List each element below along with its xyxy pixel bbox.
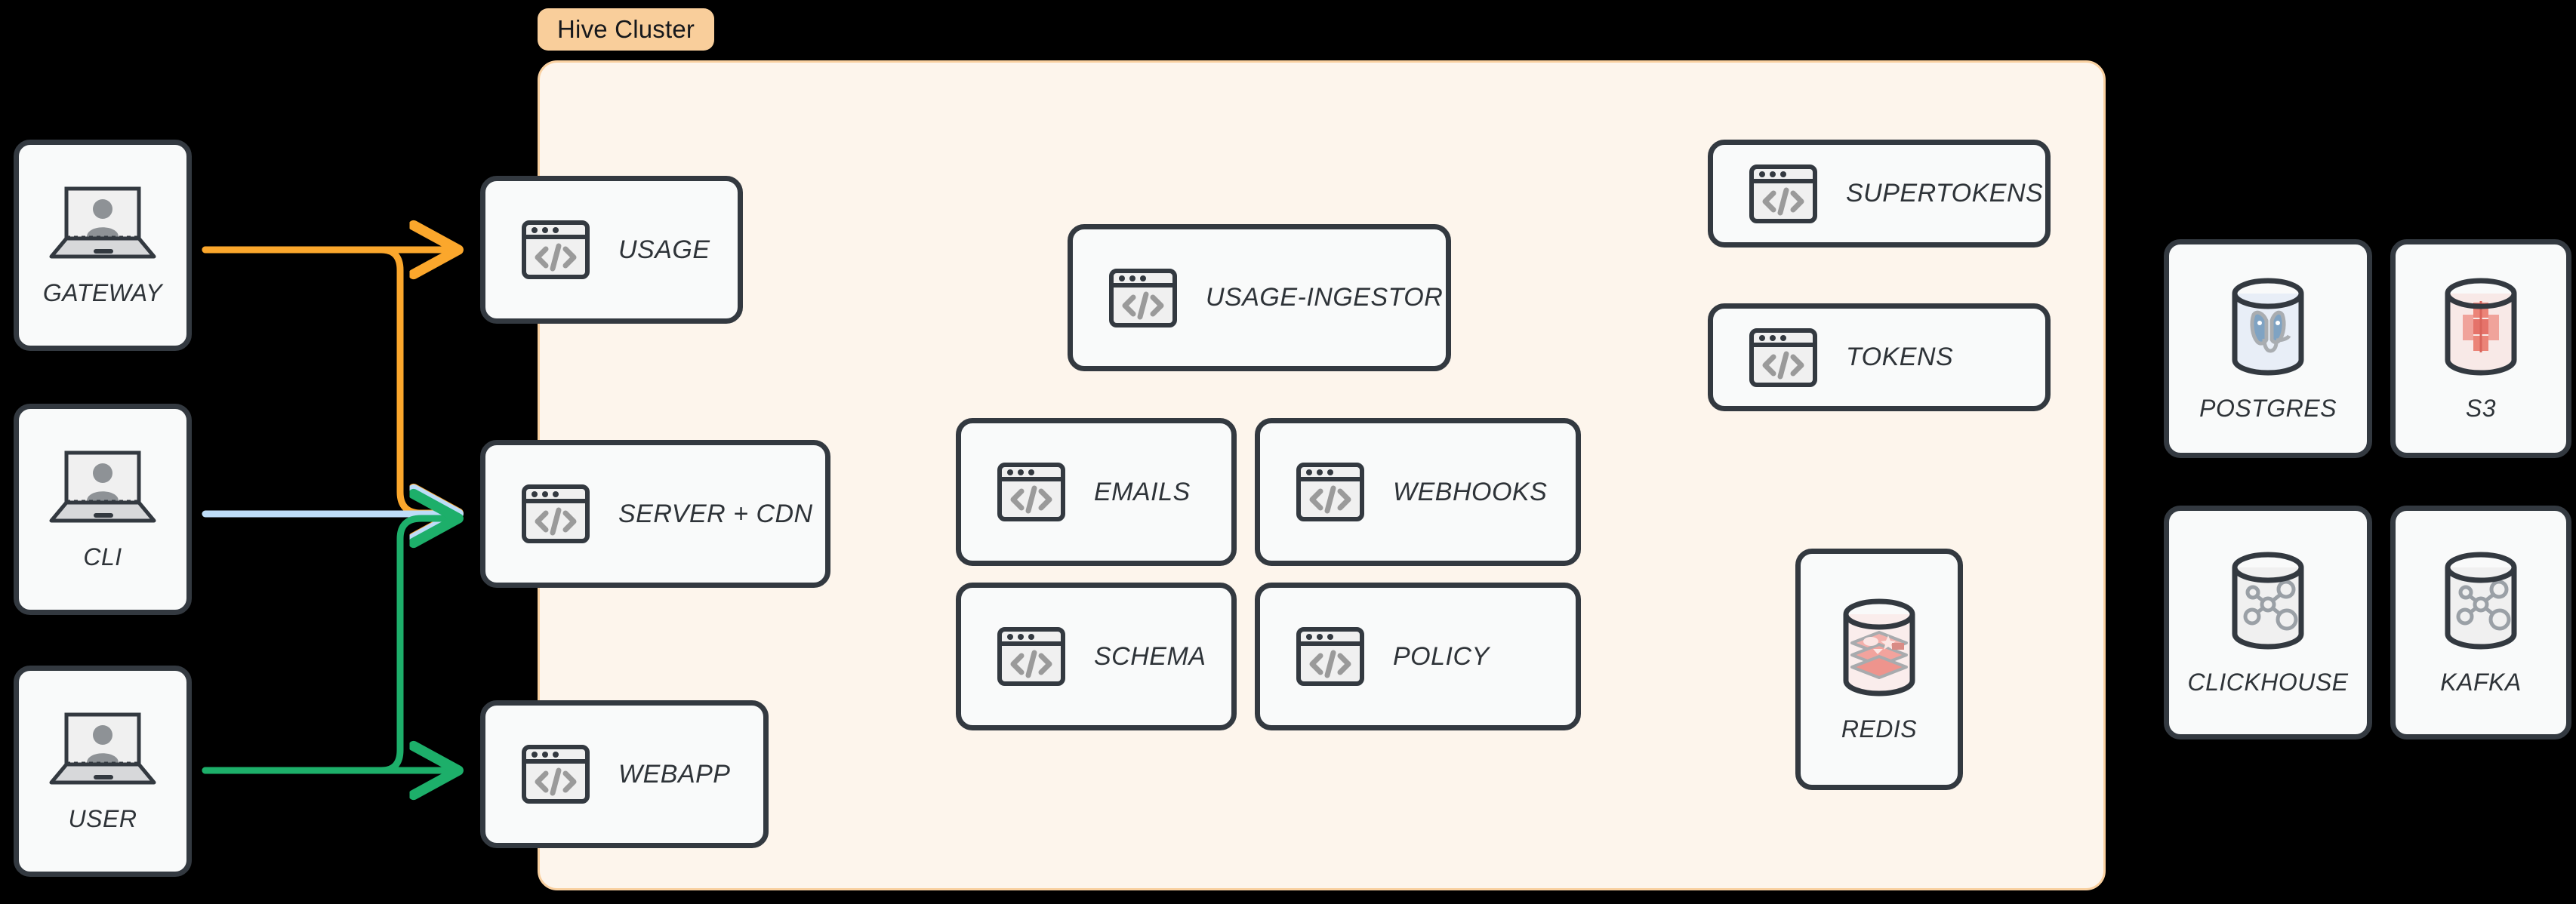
node-webapp[interactable]: WEBAPP (480, 700, 769, 848)
hive-cluster-badge-label: Hive Cluster (538, 8, 715, 51)
node-label: KAFKA (2440, 668, 2522, 696)
node-usage-ingestor[interactable]: USAGE-INGESTOR (1068, 224, 1451, 371)
node-label: S3 (2465, 394, 2497, 422)
wire-gateway-server-cdn (202, 246, 453, 513)
node-label: POLICY (1393, 641, 1490, 671)
node-s3[interactable]: S3 (2390, 239, 2571, 458)
node-label: WEBAPP (618, 759, 731, 789)
node-clickhouse[interactable]: CLICKHOUSE (2164, 506, 2372, 739)
node-label: POSTGRES (2199, 394, 2337, 422)
node-schema[interactable]: SCHEMA (956, 583, 1237, 730)
node-webhooks[interactable]: WEBHOOKS (1255, 418, 1581, 566)
code-window-icon (996, 457, 1067, 527)
node-server-cdn[interactable]: SERVER + CDN (480, 440, 830, 588)
node-label: CLI (83, 543, 122, 570)
code-window-icon (1748, 158, 1819, 229)
node-cli[interactable]: CLI (14, 404, 192, 615)
code-window-icon (1108, 263, 1179, 334)
node-kafka[interactable]: KAFKA (2390, 506, 2571, 739)
node-redis[interactable]: REDIS (1795, 549, 1963, 790)
node-label: USER (68, 804, 137, 832)
code-window-icon (1295, 621, 1366, 692)
node-label: SCHEMA (1094, 641, 1206, 671)
laptop-user-icon (47, 184, 159, 263)
node-supertokens[interactable]: SUPERTOKENS (1708, 140, 2051, 248)
node-usage[interactable]: USAGE (480, 176, 743, 324)
node-label: SUPERTOKENS (1846, 179, 2044, 208)
node-postgres[interactable]: POSTGRES (2164, 239, 2372, 458)
code-window-icon (1748, 322, 1819, 393)
code-window-icon (996, 621, 1067, 692)
code-window-icon (1295, 457, 1366, 527)
code-window-icon (520, 478, 591, 549)
node-label: WEBHOOKS (1393, 477, 1548, 506)
node-tokens[interactable]: TOKENS (1708, 303, 2051, 411)
clickhouse-cylinder-icon (2217, 549, 2319, 652)
code-window-icon (520, 214, 591, 285)
node-label: CLICKHOUSE (2187, 668, 2349, 696)
kafka-cylinder-icon (2430, 549, 2532, 652)
laptop-user-icon (47, 448, 159, 527)
wire-user-server-cdn (202, 518, 453, 774)
node-policy[interactable]: POLICY (1255, 583, 1581, 730)
node-label: USAGE (618, 235, 710, 264)
postgres-cylinder-icon (2217, 275, 2319, 378)
laptop-user-icon (47, 710, 159, 789)
node-label: EMAILS (1094, 477, 1191, 506)
node-label: GATEWAY (42, 278, 163, 306)
node-user[interactable]: USER (14, 666, 192, 877)
node-label: TOKENS (1846, 343, 1954, 371)
node-label: USAGE-INGESTOR (1206, 283, 1444, 312)
node-label: SERVER + CDN (618, 499, 813, 528)
node-emails[interactable]: EMAILS (956, 418, 1237, 566)
code-window-icon (520, 739, 591, 810)
redis-cylinder-icon (1828, 596, 1930, 699)
s3-cylinder-icon (2430, 275, 2532, 378)
node-gateway[interactable]: GATEWAY (14, 140, 192, 351)
node-label: REDIS (1841, 715, 1918, 743)
